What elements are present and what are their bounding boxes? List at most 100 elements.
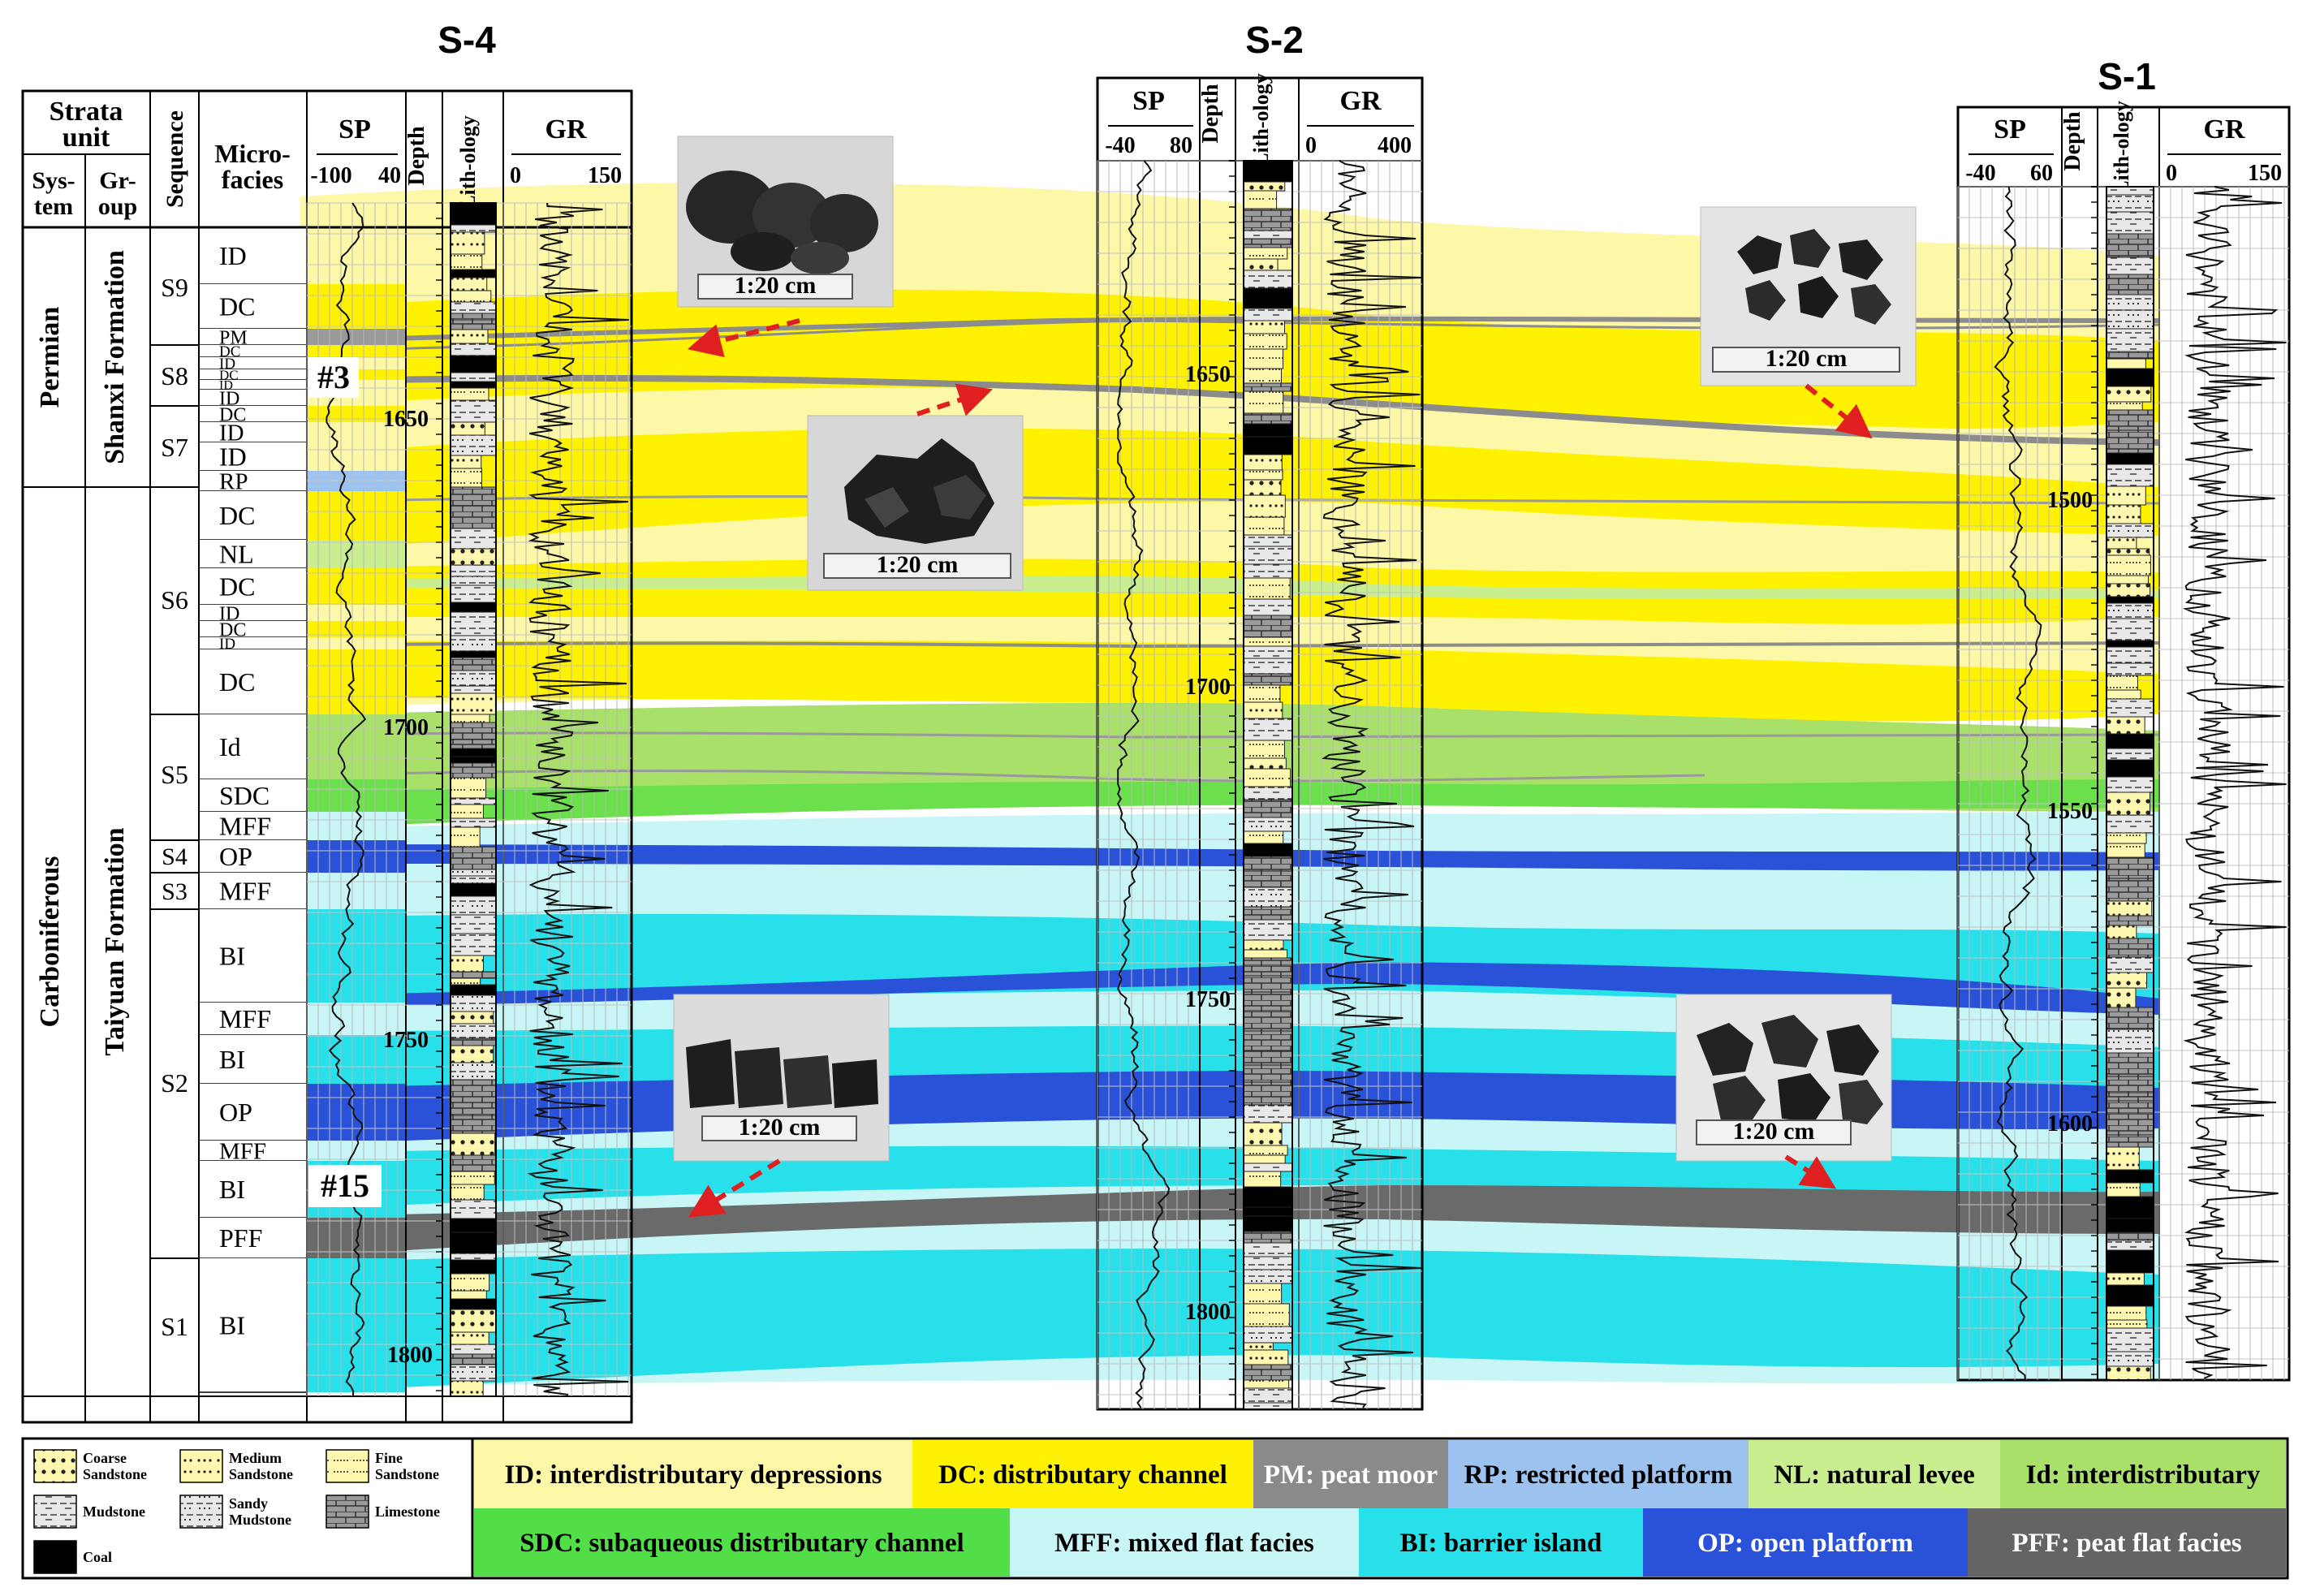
lithology-bed — [450, 1259, 497, 1275]
microfacies-label: DC — [219, 367, 239, 382]
lithology-bed — [1243, 469, 1283, 481]
microfacies-label-cell — [199, 1141, 307, 1161]
microfacies-label-cell — [199, 779, 307, 812]
microfacies-label: ID — [219, 241, 247, 270]
s4-gr-curve — [527, 202, 629, 1395]
lithology-bed — [450, 202, 497, 226]
lithology-bed — [450, 486, 497, 507]
correlation-facies-bands — [300, 182, 2160, 1392]
lithology-bed — [450, 468, 483, 488]
microfacies-cell — [307, 649, 406, 714]
lithology-bed — [450, 670, 497, 687]
lithology-bed — [2106, 925, 2137, 939]
s2-depth-tick: 1750 — [1185, 987, 1231, 1012]
lithology-bed — [450, 1380, 484, 1397]
lithology-bed — [1243, 1283, 1283, 1305]
facies-legend-label: OP: open platform — [1697, 1529, 1913, 1558]
microfacies-label: ID — [219, 421, 244, 446]
sequence-label: S6 — [161, 585, 188, 615]
lithology-bed — [2106, 429, 2154, 454]
lithology-bed — [450, 804, 484, 819]
microfacies-cell — [307, 1084, 406, 1141]
microfacies-label: DC — [219, 572, 255, 602]
core-photo: 1:20 cm — [807, 415, 1024, 591]
lithology-bed — [450, 1079, 497, 1103]
microfacies-label-cell — [199, 1084, 307, 1141]
facies-legend-label: RP: restricted platform — [1464, 1460, 1732, 1490]
sequence-label: S9 — [161, 273, 188, 302]
facies-legend-swatch — [1643, 1508, 1968, 1577]
facies-legend-swatch — [1010, 1508, 1359, 1577]
lithology-bed — [1243, 230, 1293, 239]
lithology-bed — [2106, 401, 2143, 411]
lithology-swatch — [33, 1540, 77, 1574]
s4-gr-max: 150 — [588, 163, 622, 188]
lithology-bed — [1243, 1064, 1293, 1083]
lithology-bed — [450, 895, 497, 916]
s2-depth-tick: 1800 — [1185, 1300, 1231, 1325]
lithology-bed — [450, 635, 497, 652]
lithology-bed — [2106, 733, 2154, 749]
lithology-bed — [450, 875, 497, 884]
lithology-bed — [2106, 1305, 2147, 1321]
lithology-bed — [450, 381, 497, 389]
lithology-bed — [450, 1253, 497, 1261]
lithology-bed — [1243, 1269, 1293, 1284]
lithology-bed — [1243, 247, 1288, 260]
microfacies-label-cell — [199, 284, 307, 329]
lithology-bed — [2106, 900, 2153, 917]
microfacies-label: MFF — [219, 1139, 266, 1165]
lithology-bed — [1243, 786, 1293, 800]
lithology-bed — [1243, 1081, 1293, 1106]
well-s2-log-tracks: SP -40 80 Depth Lith-ology GR 0 400 1650… — [1096, 73, 1424, 1411]
lithology-bed — [450, 319, 497, 330]
lithology-bed — [2106, 972, 2148, 989]
lithology-bed — [1243, 658, 1293, 675]
lithology-bed — [1243, 1050, 1293, 1066]
lithology-bed — [2106, 832, 2147, 844]
microfacies-label-cell — [199, 714, 307, 779]
facies-legend-label: NL: natural levee — [1774, 1460, 1974, 1490]
lithology-bed — [2106, 1365, 2151, 1381]
s1-gr-min: 0 — [2166, 161, 2177, 186]
lithology-bed — [2106, 662, 2154, 676]
lithology-bed — [2106, 1134, 2154, 1148]
lithology-bed — [2106, 1327, 2154, 1352]
lithology-bed — [1243, 436, 1293, 455]
lithology-bed — [1243, 181, 1286, 192]
lithology-bed — [450, 584, 497, 603]
sequence-label: S4 — [162, 843, 188, 870]
facies-legend-label: Id: interdistributary — [2026, 1460, 2261, 1490]
core-photo: 1:20 cm — [1700, 206, 1917, 386]
facies-legend-swatch — [1448, 1440, 1749, 1508]
core-photo: 1:20 cm — [1675, 994, 1892, 1162]
s1-lithology-header: Lith-ology — [2110, 101, 2133, 195]
lithology-bed — [2106, 1272, 2145, 1286]
lithology-bed — [450, 576, 497, 586]
s2-sp-min: -40 — [1105, 133, 1135, 158]
lithology-bed — [450, 277, 488, 291]
microfacies-label-cell — [199, 406, 307, 422]
facies-legend-swatch — [1968, 1508, 2286, 1577]
lithology-bed — [1243, 919, 1293, 941]
lithology-legend: CoarseSandstoneMediumSandstoneFineSandst… — [33, 1449, 440, 1574]
lithology-bed — [1243, 1154, 1286, 1164]
lithology-bed — [2106, 452, 2154, 465]
lithology-bed — [450, 602, 497, 613]
microfacies-label: SDC — [219, 781, 270, 810]
lithology-bed — [450, 231, 485, 255]
microfacies-label: ID — [219, 379, 233, 393]
lithology-bed — [1243, 382, 1293, 392]
core-photo: 1:20 cm — [673, 994, 890, 1162]
s4-gr-header: GR — [545, 114, 587, 145]
microfacies-cell — [307, 621, 406, 637]
microfacies-cells — [199, 227, 406, 1393]
lithology-bed — [450, 994, 497, 1012]
lithology-legend-label: Mudstone — [229, 1512, 291, 1528]
lithology-bed — [1243, 368, 1282, 384]
s1-gr-curve — [2182, 186, 2287, 1379]
microfacies-cell — [307, 714, 406, 779]
lithology-bed — [2106, 716, 2145, 735]
facies-legend-swatch — [912, 1440, 1253, 1508]
lithology-bed — [450, 1298, 497, 1310]
